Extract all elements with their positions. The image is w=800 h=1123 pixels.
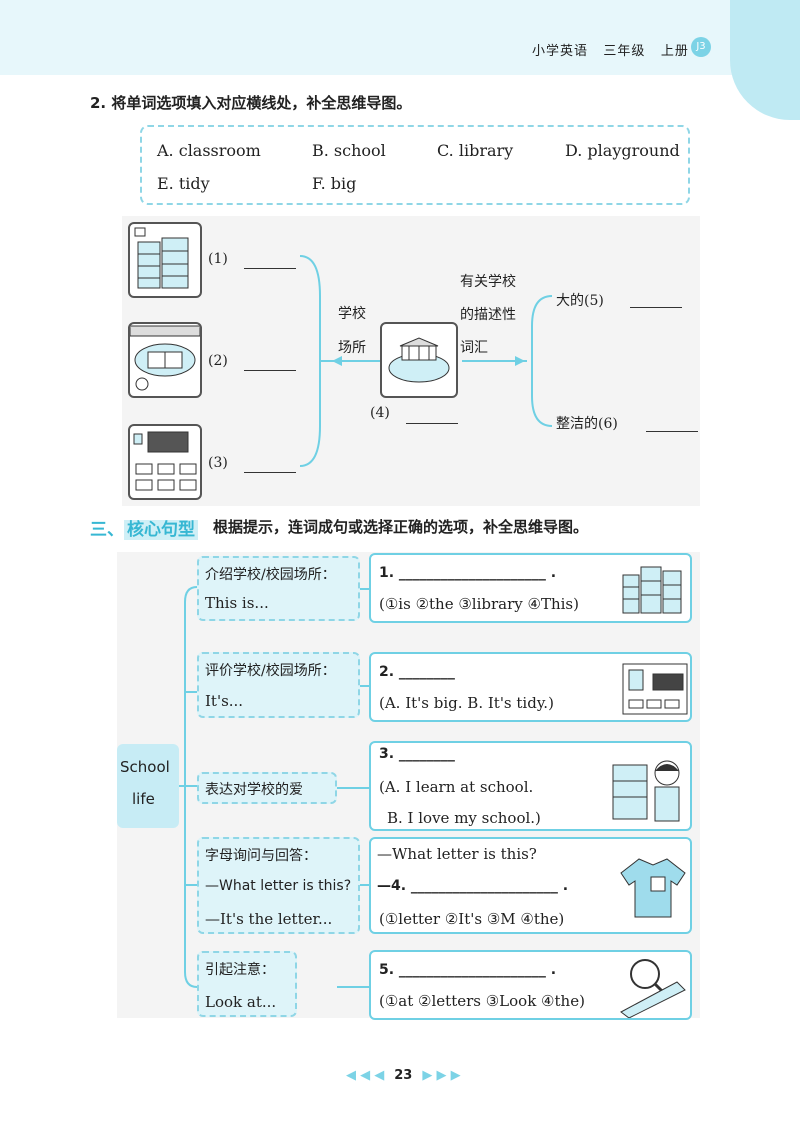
answer-prompt: 3. ________ bbox=[379, 746, 455, 762]
page-number: 23 bbox=[394, 1068, 413, 1083]
center-line-1: School bbox=[120, 758, 170, 776]
answer-options: (A. It's big. B. It's tidy.) bbox=[379, 694, 554, 712]
blank-3-label: (3) bbox=[208, 455, 228, 471]
volume-label: 上册 bbox=[660, 44, 689, 59]
topic-label: 评价学校/校园场所： bbox=[205, 663, 336, 679]
desc-label-line-3: 词汇 bbox=[460, 340, 488, 356]
classroom-picture bbox=[128, 424, 202, 500]
answer-box-2[interactable]: 2. ________ (A. It's big. B. It's tidy.) bbox=[369, 652, 692, 722]
option-e: E. tidy bbox=[157, 174, 210, 193]
blank-6-label: 整洁的(6) bbox=[556, 416, 618, 432]
book-title: 小学英语 bbox=[532, 44, 589, 59]
option-c: C. library bbox=[437, 141, 514, 160]
blank-1-line[interactable] bbox=[244, 268, 296, 269]
library-picture bbox=[128, 222, 202, 298]
topic-box-attention: 引起注意： Look at... bbox=[197, 951, 297, 1017]
topic-label: 引起注意： bbox=[205, 962, 275, 978]
answer-options: (①letter ②It's ③M ④the) bbox=[379, 910, 565, 928]
answer-prompt: 2. ________ bbox=[379, 664, 455, 680]
tshirt-icon bbox=[620, 858, 686, 918]
center-line-2: life bbox=[132, 790, 155, 808]
header-badge: J3 bbox=[691, 37, 711, 57]
header-band bbox=[0, 0, 800, 75]
section-3-title: 核心句型 bbox=[124, 520, 198, 540]
section-3-tag: 三、核心句型 bbox=[90, 515, 198, 540]
topic-box-evaluate: 评价学校/校园场所： It's... bbox=[197, 652, 360, 718]
school-picture bbox=[380, 322, 458, 398]
bookshelf-icon bbox=[134, 227, 189, 289]
answer-box-5[interactable]: 5. _____________________ . (①at ②letters… bbox=[369, 950, 692, 1020]
topic-pattern: It's... bbox=[205, 692, 244, 710]
grade-label: 三年级 bbox=[603, 44, 646, 59]
topic-label: 字母询问与回答： bbox=[205, 848, 317, 864]
topic-label: 表达对学校的爱 bbox=[205, 782, 303, 798]
section-3-number: 三、 bbox=[90, 520, 124, 540]
classroom-icon bbox=[133, 431, 197, 491]
answer-box-4[interactable]: —What letter is this? —4. ______________… bbox=[369, 837, 692, 934]
page-footer: ◀ ◀ ◀ 23 ▶ ▶ ▶ bbox=[346, 1068, 461, 1083]
playground-icon bbox=[130, 325, 200, 391]
desc-label-line-1: 有关学校 bbox=[460, 274, 516, 290]
school-building-icon bbox=[388, 337, 450, 383]
answer-box-3[interactable]: 3. ________ (A. I learn at school. B. I … bbox=[369, 741, 692, 831]
answer-question: —What letter is this? bbox=[377, 845, 537, 863]
answer-options: (①at ②letters ③Look ④the) bbox=[379, 992, 585, 1010]
blank-6-line[interactable] bbox=[646, 431, 698, 432]
mindmap-1-lines bbox=[299, 255, 553, 467]
blank-4-label: (4) bbox=[370, 405, 390, 421]
option-d: D. playground bbox=[565, 141, 680, 160]
desc-label-line-2: 的描述性 bbox=[460, 307, 516, 323]
topic-question: —What letter is this? bbox=[205, 878, 352, 894]
footer-arrows-right: ▶ ▶ ▶ bbox=[422, 1068, 461, 1083]
answer-options: (①is ②the ③library ④This) bbox=[379, 595, 579, 613]
blank-3-line[interactable] bbox=[244, 472, 296, 473]
topic-box-introduce: 介绍学校/校园场所： This is... bbox=[197, 556, 360, 621]
option-f: F. big bbox=[312, 174, 357, 193]
places-label-line-1: 学校 bbox=[338, 306, 366, 322]
library-shelves-icon bbox=[622, 566, 682, 614]
blank-5-line[interactable] bbox=[630, 307, 682, 308]
option-b: B. school bbox=[312, 141, 386, 160]
classroom-icon bbox=[622, 663, 688, 715]
blank-1-label: (1) bbox=[208, 251, 228, 267]
option-a: A. classroom bbox=[157, 141, 261, 160]
playground-picture bbox=[128, 322, 202, 398]
answer-option-a: (A. I learn at school. bbox=[379, 778, 534, 796]
blank-2-label: (2) bbox=[208, 353, 228, 369]
topic-box-letter: 字母询问与回答： —What letter is this? —It's the… bbox=[197, 837, 360, 934]
topic-pattern: This is... bbox=[205, 594, 269, 612]
topic-answer: —It's the letter... bbox=[205, 910, 333, 928]
center-node: School life bbox=[117, 744, 179, 828]
footer-arrows-left: ◀ ◀ ◀ bbox=[346, 1068, 385, 1083]
answer-box-1[interactable]: 1. _____________________ . (①is ②the ③li… bbox=[369, 553, 692, 623]
answer-option-b: B. I love my school.) bbox=[387, 809, 541, 827]
header-title: 小学英语 三年级 上册 bbox=[532, 40, 689, 59]
answer-prompt: —4. _____________________ . bbox=[377, 878, 569, 894]
magnifier-icon bbox=[620, 959, 686, 1018]
mindmap-2-lines bbox=[179, 586, 369, 988]
answer-prompt: 1. _____________________ . bbox=[379, 565, 557, 581]
topic-label: 介绍学校/校园场所： bbox=[205, 567, 336, 583]
answer-prompt: 5. _____________________ . bbox=[379, 962, 557, 978]
header-decoration bbox=[730, 0, 800, 120]
section-3-description: 根据提示，连词成句或选择正确的选项，补全思维导图。 bbox=[213, 518, 589, 536]
topic-pattern: Look at... bbox=[205, 993, 277, 1011]
word-options-box bbox=[140, 125, 690, 205]
blank-2-line[interactable] bbox=[244, 370, 296, 371]
boy-school-icon bbox=[612, 760, 680, 822]
question-2-title: 2. 将单词选项填入对应横线处，补全思维导图。 bbox=[90, 94, 412, 112]
blank-4-line[interactable] bbox=[406, 423, 458, 424]
places-label-line-2: 场所 bbox=[338, 340, 366, 356]
topic-box-love: 表达对学校的爱 bbox=[197, 772, 337, 804]
blank-5-label: 大的(5) bbox=[556, 293, 604, 309]
